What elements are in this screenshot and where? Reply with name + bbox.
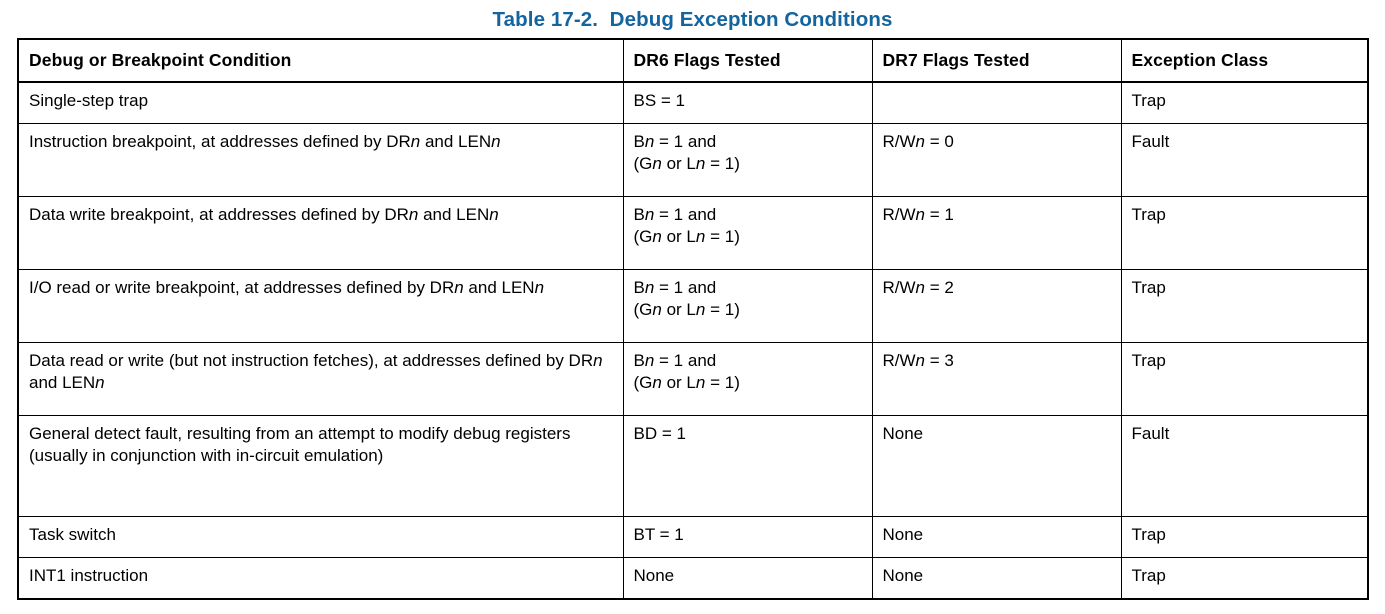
cell-exception-class: Fault — [1121, 123, 1367, 197]
table-row: Single-step trap BS = 1 Trap — [19, 81, 1367, 124]
cell-dr6-flags: Bn = 1 and(Gn or Ln = 1) — [623, 123, 873, 197]
cell-condition: Instruction breakpoint, at addresses def… — [19, 123, 624, 197]
table-title: Table 17-2. Debug Exception Conditions — [492, 8, 893, 31]
cell-dr6-flags: Bn = 1 and(Gn or Ln = 1) — [623, 196, 873, 270]
table-header-row: Debug or Breakpoint Condition DR6 Flags … — [19, 39, 1367, 83]
cell-dr6-flags: Bn = 1 and(Gn or Ln = 1) — [623, 342, 873, 416]
cell-condition: General detect fault, resulting from an … — [19, 415, 624, 517]
table-row: INT1 instruction None None Trap — [19, 557, 1367, 598]
table-row: Data read or write (but not instruction … — [19, 342, 1367, 416]
column-header-dr6-flags: DR6 Flags Tested — [623, 39, 873, 83]
column-header-dr7-flags: DR7 Flags Tested — [872, 39, 1122, 83]
cell-dr7-flags: None — [872, 557, 1122, 598]
cell-condition: INT1 instruction — [19, 557, 624, 598]
cell-condition: Data write breakpoint, at addresses defi… — [19, 196, 624, 270]
table-row: Instruction breakpoint, at addresses def… — [19, 123, 1367, 197]
table-row: I/O read or write breakpoint, at address… — [19, 269, 1367, 343]
cell-dr6-flags: BT = 1 — [623, 516, 873, 558]
cell-dr7-flags: None — [872, 516, 1122, 558]
cell-dr7-flags — [872, 81, 1122, 124]
cell-dr6-flags: BD = 1 — [623, 415, 873, 517]
cell-condition: Data read or write (but not instruction … — [19, 342, 624, 416]
column-header-condition: Debug or Breakpoint Condition — [19, 39, 624, 83]
cell-exception-class: Trap — [1121, 196, 1367, 270]
cell-dr7-flags: R/Wn = 1 — [872, 196, 1122, 270]
cell-dr6-flags: BS = 1 — [623, 81, 873, 124]
table-row: Task switch BT = 1 None Trap — [19, 516, 1367, 558]
table-row: General detect fault, resulting from an … — [19, 415, 1367, 517]
cell-condition: Single-step trap — [19, 81, 624, 124]
cell-condition: I/O read or write breakpoint, at address… — [19, 269, 624, 343]
cell-dr7-flags: None — [872, 415, 1122, 517]
cell-exception-class: Trap — [1121, 516, 1367, 558]
cell-dr7-flags: R/Wn = 0 — [872, 123, 1122, 197]
debug-exception-conditions-table: Debug or Breakpoint Condition DR6 Flags … — [17, 37, 1369, 600]
cell-exception-class: Trap — [1131, 565, 1166, 585]
cell-exception-class: Trap — [1121, 81, 1367, 124]
cell-dr7-flags: R/Wn = 3 — [872, 342, 1122, 416]
cell-dr6-flags: None — [623, 557, 873, 598]
cell-exception-class: Fault — [1121, 415, 1367, 517]
table-body: Single-step trap BS = 1 Trap Instruction… — [19, 81, 1367, 598]
table-row: Data write breakpoint, at addresses defi… — [19, 196, 1367, 270]
cell-condition: Task switch — [19, 516, 624, 558]
column-header-exception-class: Exception Class — [1121, 39, 1367, 83]
cell-dr7-flags: R/Wn = 2 — [872, 269, 1122, 343]
cell-exception-class: Trap — [1121, 269, 1367, 343]
cell-exception-class: Trap — [1121, 342, 1367, 416]
cell-dr6-flags: Bn = 1 and(Gn or Ln = 1) — [623, 269, 873, 343]
